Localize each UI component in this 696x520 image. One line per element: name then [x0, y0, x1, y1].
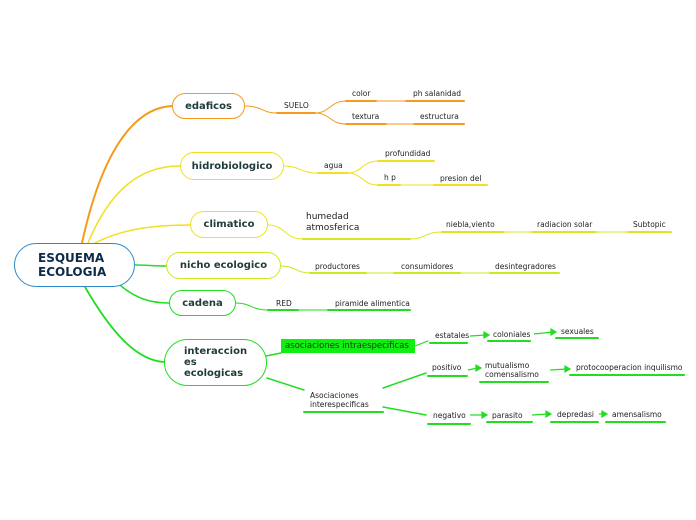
topic-hp[interactable]: h p: [384, 173, 396, 182]
topic-suelo[interactable]: SUELO: [284, 101, 309, 110]
branch-climatico-label: climatico: [203, 219, 255, 230]
branch-nicho-ecologico[interactable]: nicho ecologico: [166, 252, 281, 279]
branch-edaficos[interactable]: edaficos: [172, 93, 245, 119]
topic-piramide-alimentica[interactable]: piramide alimentica: [335, 299, 410, 308]
topic-niebla-viento[interactable]: niebla,viento: [446, 220, 495, 229]
topic-radiacion-solar[interactable]: radiacion solar: [537, 220, 593, 229]
root-node-esquema-ecologia[interactable]: ESQUEMA ECOLOGIA: [14, 243, 135, 287]
topic-agua[interactable]: agua: [324, 161, 343, 170]
root-title-line2: ECOLOGIA: [38, 265, 107, 279]
interacciones-line3: ecologicas: [184, 368, 244, 379]
topic-amensalismo[interactable]: amensalismo: [612, 410, 662, 419]
topic-profundidad[interactable]: profundidad: [385, 149, 431, 158]
topic-subtopic[interactable]: Subtopic: [633, 220, 666, 229]
topic-estructura[interactable]: estructura: [420, 112, 459, 121]
topic-productores[interactable]: productores: [315, 262, 360, 271]
branch-hidrobiologico-label: hidrobiologico: [191, 160, 273, 172]
topic-ph-salanidad[interactable]: ph salanidad: [413, 89, 462, 98]
branch-interacciones-ecologicas[interactable]: interaccion es ecologicas: [164, 339, 267, 386]
mutualismo-line1: mutualismo: [485, 361, 530, 370]
topic-positivo[interactable]: positivo: [432, 363, 462, 372]
branch-hidrobiologico[interactable]: hidrobiologico: [180, 152, 284, 180]
topic-presion-del[interactable]: presion del: [440, 174, 482, 183]
branch-cadena-label: cadena: [182, 297, 223, 309]
topic-textura[interactable]: textura: [352, 112, 380, 121]
topic-consumidores[interactable]: consumidores: [401, 262, 454, 271]
topic-parasito[interactable]: parasito: [492, 411, 523, 420]
branch-climatico[interactable]: climatico: [190, 211, 268, 238]
topic-coloniales[interactable]: coloniales: [493, 330, 531, 339]
topic-negativo[interactable]: negativo: [433, 411, 466, 420]
topic-red[interactable]: RED: [276, 299, 292, 308]
topic-desintegradores[interactable]: desintegradores: [495, 262, 556, 271]
inter-line1: Asociaciones: [310, 391, 359, 400]
topic-asociaciones-intraespecificas[interactable]: asociaciones intraespecificas: [281, 339, 415, 353]
humedad-line2: atmosferica: [306, 223, 360, 233]
branch-edaficos-label: edaficos: [185, 100, 232, 112]
branch-nicho-label: nicho ecologico: [179, 260, 268, 271]
topic-depredasi[interactable]: depredasi: [557, 410, 595, 419]
interacciones-line2: es: [184, 357, 197, 368]
mutualismo-line2: comensalismo: [485, 370, 539, 379]
topic-mutualismo-comensalismo[interactable]: mutualismo comensalismo: [485, 361, 539, 379]
topic-asociaciones-interespecificas[interactable]: Asociaciones interespecificas: [310, 391, 369, 409]
interacciones-line1: interaccion: [184, 346, 248, 357]
root-title-line1: ESQUEMA: [38, 251, 105, 265]
inter-line2: interespecificas: [310, 400, 369, 409]
topic-color[interactable]: color: [352, 89, 371, 98]
topic-protocooperacion-inquilismo[interactable]: protocooperacion inquilismo: [576, 363, 683, 372]
topic-estatales[interactable]: estatales: [435, 331, 470, 340]
topic-sexuales[interactable]: sexuales: [561, 327, 594, 336]
humedad-line1: humedad: [306, 212, 349, 222]
branch-cadena[interactable]: cadena: [169, 290, 236, 316]
topic-humedad-atmosferica[interactable]: humedad atmosferica: [306, 212, 359, 234]
